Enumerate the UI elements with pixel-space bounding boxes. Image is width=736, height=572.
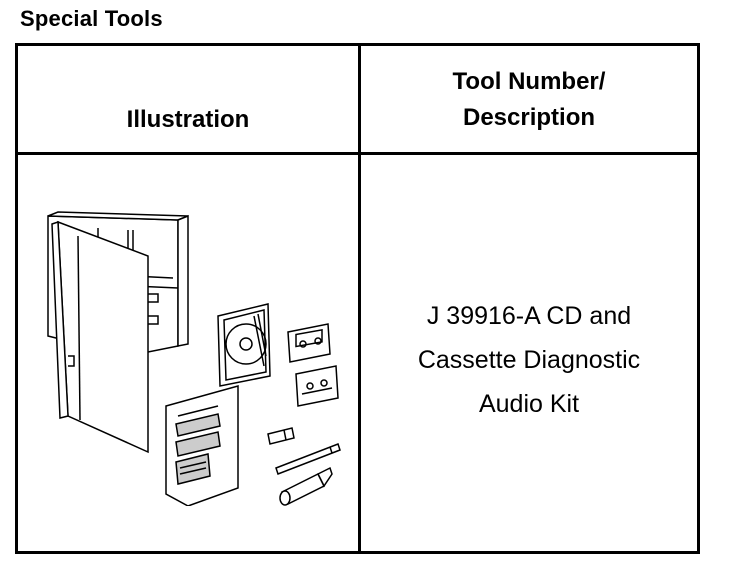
page-title: Special Tools <box>20 6 163 31</box>
header-illustration: Illustration <box>126 106 250 133</box>
cd-icon <box>217 303 271 387</box>
description-line-2: Cassette Diagnostic <box>417 346 641 374</box>
header-divider <box>18 152 697 155</box>
column-divider <box>358 46 361 551</box>
description-line-1: J 39916-A CD and <box>426 302 632 330</box>
block-icon <box>267 427 295 445</box>
document-icon <box>165 385 239 506</box>
case-icon <box>47 211 189 454</box>
description-line-3: Audio Kit <box>478 390 580 418</box>
cassette-icon-2 <box>295 365 339 407</box>
header-tool-number: Tool Number/ Description <box>361 64 697 136</box>
cd-cassette-diagnostic-kit-illustration <box>47 211 341 506</box>
probe-icon <box>275 443 341 475</box>
header-tool-line-2: Description <box>462 104 596 131</box>
header-tool-line-1: Tool Number/ <box>452 68 606 95</box>
cassette-icon <box>287 323 331 363</box>
cleaning-bottle-icon <box>279 466 333 506</box>
special-tools-table: Illustration Tool Number/ Description J … <box>15 43 700 554</box>
tool-description: J 39916-A CD and Cassette Diagnostic Aud… <box>361 294 697 426</box>
